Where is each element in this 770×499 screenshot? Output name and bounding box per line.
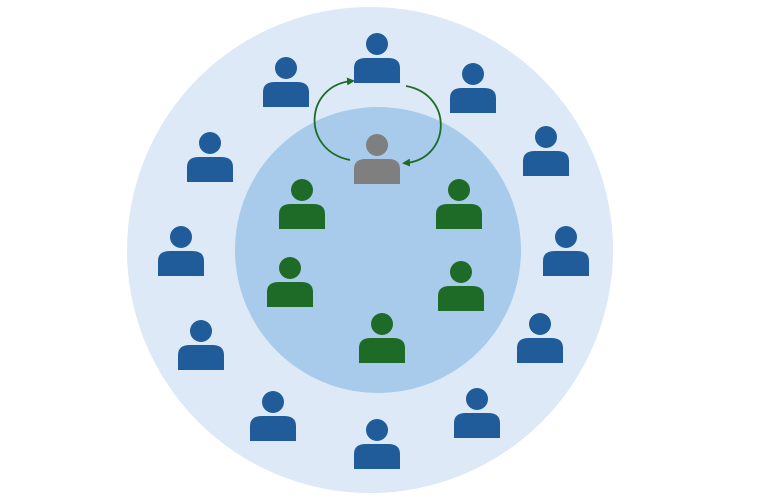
person-body: [436, 204, 482, 229]
center-person-icon: [354, 134, 400, 184]
person-body: [359, 338, 405, 363]
person-body: [178, 345, 224, 370]
person-body: [263, 82, 309, 107]
person-head: [450, 261, 472, 283]
outer-person-icon: [523, 126, 569, 176]
person-body: [450, 88, 496, 113]
inner-person-icon: [436, 179, 482, 229]
cycle-arrow-left-icon: [313, 77, 355, 161]
person-body: [354, 159, 400, 184]
person-body: [187, 157, 233, 182]
outer-person-icon: [517, 313, 563, 363]
inner-person-icon: [267, 257, 313, 307]
person-head: [366, 33, 388, 55]
person-body: [543, 251, 589, 276]
person-head: [275, 57, 297, 79]
outer-person-icon: [354, 33, 400, 83]
person-body: [523, 151, 569, 176]
person-head: [448, 179, 470, 201]
person-body: [158, 251, 204, 276]
inner-person-icon: [438, 261, 484, 311]
person-body: [354, 58, 400, 83]
person-head: [466, 388, 488, 410]
outer-person-icon: [250, 391, 296, 441]
person-body: [454, 413, 500, 438]
person-head: [366, 419, 388, 441]
person-head: [190, 320, 212, 342]
person-body: [279, 204, 325, 229]
person-head: [366, 134, 388, 156]
person-head: [199, 132, 221, 154]
outer-person-icon: [158, 226, 204, 276]
inner-circle: [235, 107, 521, 393]
outer-person-icon: [543, 226, 589, 276]
outer-person-icon: [450, 63, 496, 113]
person-head: [279, 257, 301, 279]
person-head: [371, 313, 393, 335]
person-body: [517, 338, 563, 363]
person-head: [291, 179, 313, 201]
cycle-arrow-right-icon: [402, 85, 442, 167]
inner-person-icon: [279, 179, 325, 229]
outer-person-icon: [187, 132, 233, 182]
person-head: [535, 126, 557, 148]
outer-person-icon: [178, 320, 224, 370]
person-head: [529, 313, 551, 335]
person-body: [250, 416, 296, 441]
inner-person-icon: [359, 313, 405, 363]
person-body: [354, 444, 400, 469]
outer-person-icon: [454, 388, 500, 438]
outer-person-icon: [263, 57, 309, 107]
person-body: [438, 286, 484, 311]
person-head: [170, 226, 192, 248]
person-head: [555, 226, 577, 248]
person-head: [262, 391, 284, 413]
person-head: [462, 63, 484, 85]
outer-person-icon: [354, 419, 400, 469]
person-body: [267, 282, 313, 307]
